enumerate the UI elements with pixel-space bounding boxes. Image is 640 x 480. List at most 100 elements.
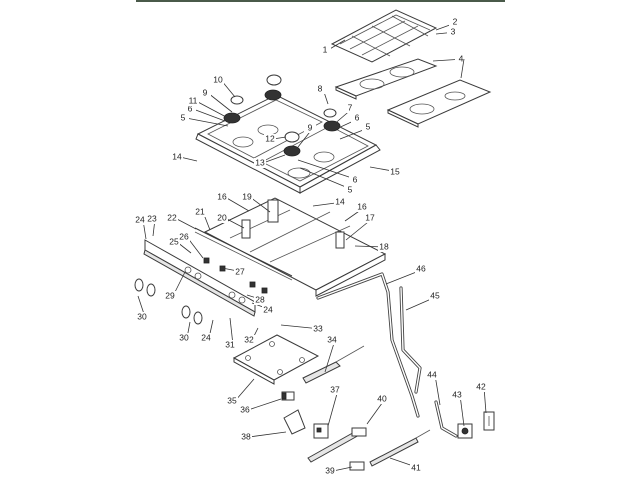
callout-label-7: 7 — [348, 102, 353, 112]
callout-label-42: 42 — [476, 381, 486, 391]
leader-line-16a — [224, 196, 250, 212]
callout-label-40: 40 — [377, 393, 387, 403]
callout-bg-40 — [376, 394, 388, 404]
leader-line-11 — [195, 100, 229, 119]
callout-label-37: 37 — [330, 384, 340, 394]
callout-bg-13 — [254, 158, 266, 168]
heat-shield-plate — [232, 334, 320, 385]
callout-bg-15 — [389, 167, 401, 177]
callout-label-20: 20 — [217, 212, 227, 222]
leader-line-34 — [324, 339, 336, 373]
callout-label-30b: 30 — [179, 332, 189, 342]
callout-label-19: 19 — [242, 191, 252, 201]
burner-heads — [223, 74, 341, 157]
callout-bg-16a — [216, 192, 228, 202]
callout-bg-35 — [226, 396, 238, 406]
callout-bg-38 — [240, 432, 252, 442]
pressure-regulator — [457, 423, 473, 439]
callout-bg-6b — [351, 113, 363, 123]
callout-label-36: 36 — [240, 404, 250, 414]
callout-label-14b: 14 — [335, 196, 345, 206]
orifice-holder — [483, 411, 495, 431]
callout-bg-26 — [178, 232, 190, 242]
control-panel — [143, 239, 256, 317]
leader-line-39 — [332, 466, 353, 472]
top-border-line — [136, 0, 505, 2]
leader-line-5a — [185, 117, 229, 127]
callout-label-16a: 16 — [217, 191, 227, 201]
callout-bg-14b — [334, 197, 346, 207]
callout-bg-7 — [344, 103, 356, 113]
callout-bg-18 — [378, 242, 390, 252]
callout-label-14a: 14 — [172, 151, 182, 161]
callout-bg-32 — [243, 335, 255, 345]
callout-label-26: 26 — [179, 231, 189, 241]
leader-line-13 — [262, 154, 286, 164]
callout-bg-39 — [324, 466, 336, 476]
leader-line-22 — [174, 217, 197, 230]
callout-label-24c: 24 — [201, 332, 211, 342]
callout-bg-4a — [455, 54, 467, 64]
callout-bg-24c — [200, 333, 212, 343]
knobs — [134, 278, 203, 325]
callout-bg-9a — [199, 88, 211, 98]
manifold — [194, 227, 293, 281]
callout-label-11: 11 — [189, 95, 198, 105]
burner-tube — [349, 429, 431, 471]
callout-label-9b: 9 — [308, 122, 313, 132]
drip-tray-lower — [386, 79, 492, 128]
spark-electrode — [302, 345, 365, 384]
callout-bg-37 — [329, 385, 341, 395]
burner-grate — [330, 9, 438, 63]
igniter-module — [281, 391, 295, 401]
callout-label-24a: 24 — [135, 214, 145, 224]
callout-bg-43 — [451, 390, 463, 400]
callout-bg-30a — [136, 312, 148, 322]
callout-bg-24b — [262, 305, 274, 315]
callout-label-1: 1 — [323, 44, 328, 54]
callout-bg-28 — [254, 295, 266, 305]
callout-label-3: 3 — [451, 26, 456, 36]
burner-box — [203, 197, 387, 297]
callout-label-31: 31 — [225, 339, 235, 349]
callout-label-45: 45 — [430, 290, 440, 300]
callout-group: 1234555666789910111213141415161617181920… — [134, 16, 487, 476]
leader-line-37 — [327, 389, 339, 427]
callout-label-9a: 9 — [203, 87, 208, 97]
callout-label-24b: 24 — [263, 304, 273, 314]
callout-label-27: 27 — [235, 266, 245, 276]
leader-line-38 — [248, 431, 287, 438]
callout-bg-12 — [264, 134, 276, 144]
callout-label-15: 15 — [390, 166, 400, 176]
callout-label-34: 34 — [327, 334, 337, 344]
callout-label-8: 8 — [318, 83, 323, 93]
callout-bg-3 — [447, 27, 459, 37]
callout-label-6b: 6 — [355, 112, 360, 122]
callout-label-44: 44 — [427, 369, 437, 379]
callout-bg-27 — [234, 267, 246, 277]
callout-label-43: 43 — [452, 389, 462, 399]
callout-label-6a: 6 — [188, 103, 193, 113]
callout-label-28: 28 — [255, 294, 265, 304]
callout-label-6c: 6 — [353, 174, 358, 184]
callout-label-30a: 30 — [137, 311, 147, 321]
callout-label-21: 21 — [195, 206, 205, 216]
callout-bg-16b — [356, 202, 368, 212]
callout-bg-30b — [178, 333, 190, 343]
callout-bg-20 — [216, 213, 228, 223]
callout-bg-1 — [319, 45, 331, 55]
callout-bg-5a — [177, 113, 189, 123]
callout-bg-34 — [326, 335, 338, 345]
callout-bg-36 — [239, 405, 251, 415]
callout-bg-44 — [426, 370, 438, 380]
leader-line-9a — [207, 92, 233, 113]
callout-label-33: 33 — [313, 323, 323, 333]
callout-bg-14a — [171, 152, 183, 162]
callout-bg-24a — [134, 215, 146, 225]
callout-bg-6a — [184, 104, 196, 114]
callout-label-29: 29 — [165, 290, 175, 300]
callout-label-5b: 5 — [366, 121, 371, 131]
callout-bg-29 — [164, 291, 176, 301]
callout-label-5c: 5 — [348, 184, 353, 194]
